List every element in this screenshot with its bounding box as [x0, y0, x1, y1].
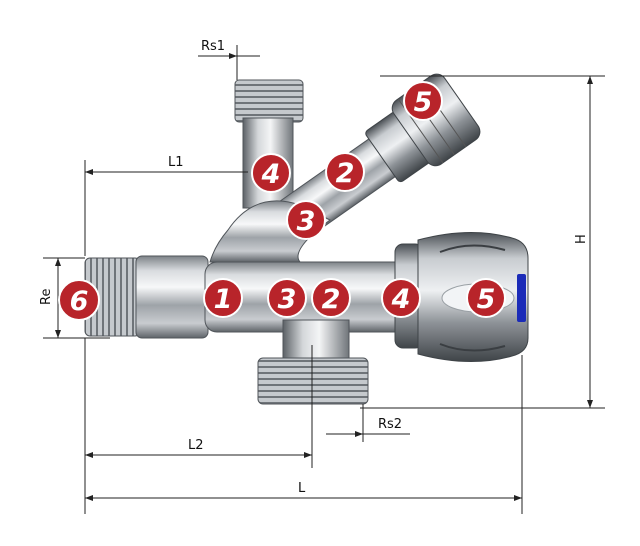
left-neck — [135, 255, 209, 339]
dimension-arrowheads — [55, 53, 593, 501]
badge-branch-2: 2 — [325, 152, 365, 192]
svg-text:3: 3 — [297, 206, 316, 237]
dim-label-l1: L1 — [168, 155, 184, 170]
dim-label-re: Re — [39, 289, 54, 305]
svg-text:5: 5 — [414, 87, 433, 118]
badge-inline-3: 3 — [267, 278, 307, 318]
svg-text:3: 3 — [278, 284, 297, 315]
badge-inline-5: 5 — [466, 278, 506, 318]
dim-label-l2: L2 — [188, 438, 204, 453]
dimension-lines — [43, 45, 605, 514]
badge-inline-4: 4 — [381, 278, 421, 318]
bottom-neck — [282, 319, 350, 363]
svg-text:5: 5 — [477, 284, 496, 315]
badge-branch-3: 3 — [286, 200, 326, 240]
badge-inline-2: 2 — [311, 278, 351, 318]
dim-label-rs2: Rs2 — [378, 417, 402, 432]
svg-text:1: 1 — [214, 284, 233, 315]
top-outlet-thread — [234, 79, 304, 123]
svg-text:2: 2 — [336, 158, 355, 189]
badge-outlet-6: 6 — [58, 279, 100, 321]
badge-inline-1: 1 — [203, 278, 243, 318]
svg-text:4: 4 — [391, 284, 411, 315]
dim-label-l: L — [298, 481, 306, 496]
svg-text:4: 4 — [261, 159, 281, 190]
dim-label-h: H — [574, 234, 589, 244]
bottom-thread — [257, 357, 369, 405]
number-badges: 1 3 2 4 5 5 2 4 — [58, 81, 506, 321]
badge-branch-5: 5 — [403, 81, 443, 121]
dim-label-rs1: Rs1 — [201, 39, 225, 54]
badge-branch-4: 4 — [251, 153, 291, 193]
svg-text:6: 6 — [70, 286, 89, 317]
cap-blue-indicator — [517, 274, 526, 322]
svg-text:2: 2 — [322, 284, 341, 315]
